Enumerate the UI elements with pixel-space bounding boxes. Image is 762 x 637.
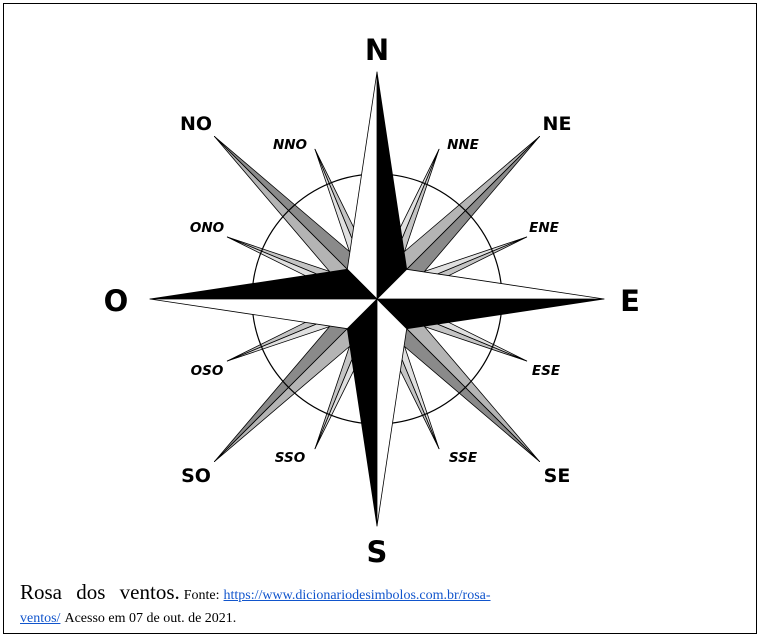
label-ene: ENE — [529, 220, 560, 236]
label-east: E — [620, 284, 640, 318]
label-northwest: NO — [180, 113, 212, 135]
caption-access-date: Acesso em 07 de out. de 2021. — [64, 611, 236, 626]
ray-s-dark-half — [347, 299, 377, 526]
label-northeast: NE — [543, 113, 572, 135]
label-north: N — [365, 33, 389, 67]
ray-s-light-half — [377, 299, 407, 526]
label-sse: SSE — [449, 450, 478, 466]
label-oso: OSO — [191, 363, 224, 379]
caption-source-link-continued[interactable]: ventos/ — [20, 611, 60, 626]
ray-n-dark-half — [377, 72, 407, 299]
ray-e-light-half — [377, 269, 604, 299]
label-nno: NNO — [273, 137, 307, 153]
ray-o-dark-half — [150, 269, 377, 299]
label-southeast: SE — [544, 465, 571, 487]
ray-o-light-half — [150, 299, 377, 329]
caption-title: Rosa dos ventos. — [20, 580, 180, 604]
ray-e-dark-half — [377, 299, 604, 329]
figure-caption: Rosa dos ventos. Fonte: https://www.dici… — [20, 581, 742, 630]
label-sso: SSO — [275, 450, 305, 466]
ray-n-light-half — [347, 72, 377, 299]
caption-source-link[interactable]: https://www.dicionariodesimbolos.com.br/… — [224, 588, 491, 603]
caption-source-label: Fonte: — [184, 588, 220, 603]
label-southwest: SO — [181, 465, 211, 487]
compass-rose: N E S O NE SE SO NO NNE ENE ESE SSE SSO … — [0, 0, 762, 580]
label-ono: ONO — [190, 220, 224, 236]
label-west: O — [104, 284, 129, 318]
label-ese: ESE — [532, 363, 561, 379]
label-south: S — [367, 535, 388, 569]
label-nne: NNE — [447, 137, 480, 153]
